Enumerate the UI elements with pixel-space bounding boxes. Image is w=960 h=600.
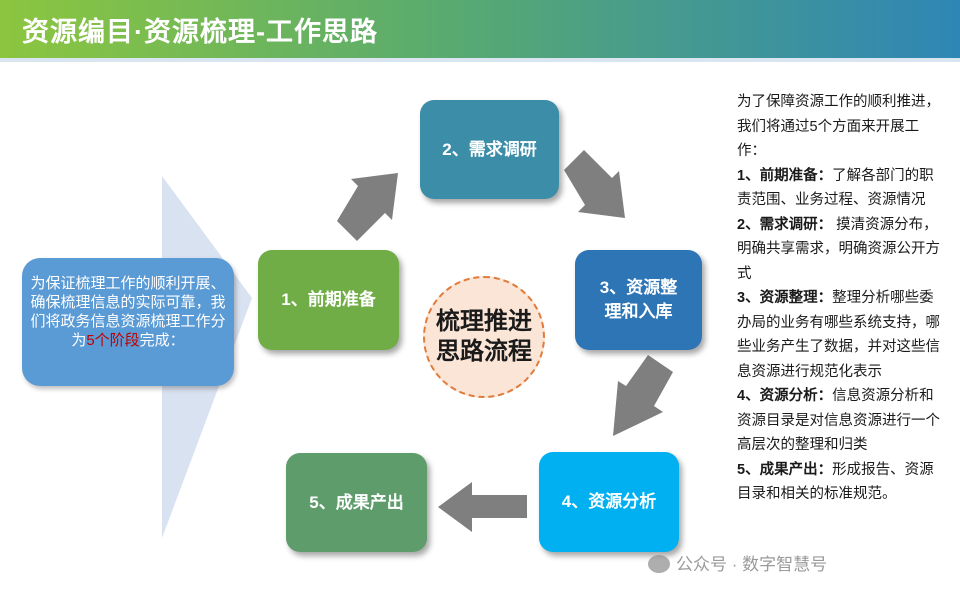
center-line-1: 梳理推进: [436, 308, 532, 335]
step-4-box: 4、资源分析: [539, 452, 679, 552]
header-bar: 资源编目·资源梳理-工作思路: [0, 0, 960, 58]
step-2-box: 2、需求调研: [420, 100, 559, 199]
step-3-label: 3、资源整理和入库: [599, 278, 678, 321]
description-intro: 为了保障资源工作的顺利推进，我们将通过5个方面来开展工作：: [737, 94, 940, 159]
center-line-2: 思路流程: [436, 338, 532, 365]
intro-box: 为保证梳理工作的顺利开展、确保梳理信息的实际可靠，我们将政务信息资源梳理工作分为…: [22, 258, 234, 386]
step-1-box: 1、前期准备: [258, 250, 399, 350]
description-item-5-text: 形成报告、资源目录和相关的标准规范。: [737, 461, 934, 503]
arrow-step3-to-step4: [613, 355, 673, 436]
description-item-2: 2、需求调研： 摸清资源分布，明确共享需求，明确资源公开方式: [737, 213, 943, 287]
step-1-label: 1、前期准备: [281, 290, 376, 309]
step-5-box: 5、成果产出: [286, 453, 427, 552]
description-item-2-title: 2、需求调研：: [737, 216, 833, 233]
description-item-4-text: 信息资源分析和资源目录是对信息资源进行一个高层次的整理和归类: [737, 388, 940, 453]
description-item-3-title: 3、资源整理：: [737, 290, 833, 306]
description-item-1-title: 1、前期准备：: [737, 167, 833, 184]
description-item-1: 1、前期准备：了解各部门的职责范围、业务过程、资源情况: [737, 164, 943, 213]
description-item-1-text: 了解各部门的职责范围、业务过程、资源情况: [737, 167, 934, 209]
step-3-box: 3、资源整理和入库: [575, 250, 702, 350]
wechat-icon: [648, 555, 670, 573]
arrow-step2-to-step3: [564, 150, 625, 218]
description-item-3-text: 整理分析哪些委办局的业务有哪些系统支持，哪些业务产生了数据，并对这些信息资源进行…: [737, 290, 940, 380]
description-item-5: 5、成果产出：形成报告、资源目录和相关的标准规范。: [737, 458, 943, 507]
description-item-2-text: 摸清资源分布，明确共享需求，明确资源公开方式: [737, 216, 940, 282]
page-title: 资源编目·资源梳理-工作思路: [22, 17, 378, 47]
arrow-step1-to-step2: [337, 173, 398, 241]
center-circle: 梳理推进 思路流程: [423, 276, 545, 398]
description-panel: 为了保障资源工作的顺利推进，我们将通过5个方面来开展工作： 1、前期准备：了解各…: [737, 90, 943, 507]
step-2-label: 2、需求调研: [442, 139, 537, 159]
intro-highlight: 5个阶段: [86, 332, 140, 349]
watermark: 公众号 · 数字智慧号: [648, 550, 827, 575]
watermark-text: 公众号 · 数字智慧号: [676, 555, 828, 574]
intro-text-after: 完成：: [139, 332, 185, 349]
description-item-4-title: 4、资源分析：: [737, 388, 833, 404]
intro-text-before: 为保证梳理工作的顺利开展、确保梳理信息的实际可靠，我们将政务信息资源梳理工作分为: [30, 275, 226, 349]
step-5-label: 5、成果产出: [309, 492, 404, 512]
header-divider: [0, 58, 960, 62]
description-item-4: 4、资源分析：信息资源分析和资源目录是对信息资源进行一个高层次的整理和归类: [737, 384, 943, 458]
arrow-step4-to-step5: [438, 482, 527, 532]
step-4-label: 4、资源分析: [561, 492, 657, 511]
description-item-5-title: 5、成果产出：: [737, 461, 833, 478]
description-item-3: 3、资源整理：整理分析哪些委办局的业务有哪些系统支持，哪些业务产生了数据，并对这…: [737, 286, 943, 384]
